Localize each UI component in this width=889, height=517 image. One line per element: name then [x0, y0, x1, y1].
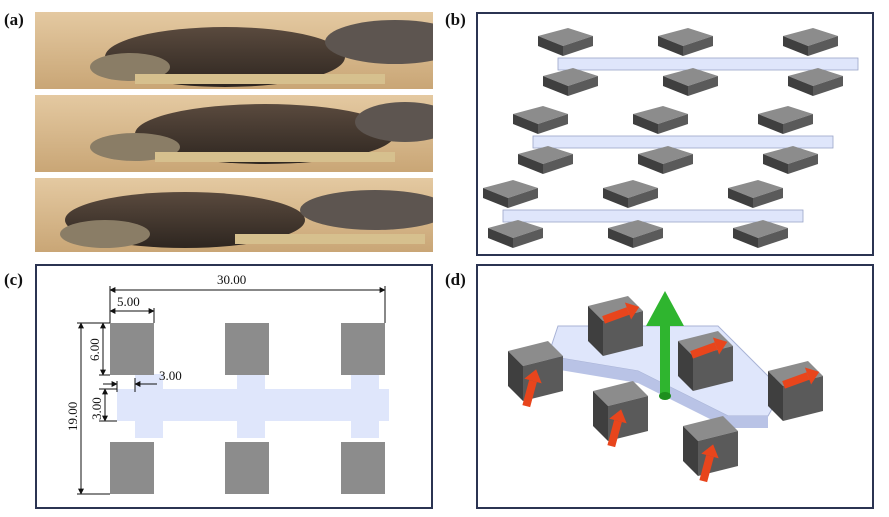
dim-pad-width: 5.00	[117, 294, 140, 309]
dim-bar-height: 3.00	[89, 397, 104, 420]
pad-top-left	[110, 323, 154, 375]
dim-pad-height: 6.00	[87, 338, 102, 361]
dimension-drawing: 30.00 5.00 6.00 19.00 3.00 3.00	[65, 272, 389, 495]
green-arrow-icon	[646, 291, 684, 400]
panel-c-dimension-drawing: 30.00 5.00 6.00 19.00 3.00 3.00	[35, 264, 433, 509]
panel-b-label: (b)	[445, 10, 466, 29]
panel-d-label: (d)	[445, 270, 466, 289]
turtle-strip-3	[35, 178, 433, 252]
robot-frame-1	[538, 28, 858, 96]
robot-actuation-arrows-icon	[508, 291, 823, 484]
dim-overall-width: 30.00	[217, 272, 246, 287]
panel-a-turtle-photos	[35, 12, 433, 252]
panel-c-label: (c)	[4, 270, 23, 289]
robot-gait-sequence-icon	[478, 14, 872, 254]
dim-overall-height: 19.00	[65, 402, 80, 431]
panel-a-label: (a)	[4, 10, 24, 29]
turtle-strip-2	[35, 95, 433, 172]
turtle-strip-1	[35, 12, 433, 89]
panel-d-actuation	[476, 264, 874, 509]
turtle-photo-icon	[35, 12, 433, 252]
dim-connector-width: 3.00	[159, 368, 182, 383]
panel-b-gait-sequence	[476, 12, 874, 256]
